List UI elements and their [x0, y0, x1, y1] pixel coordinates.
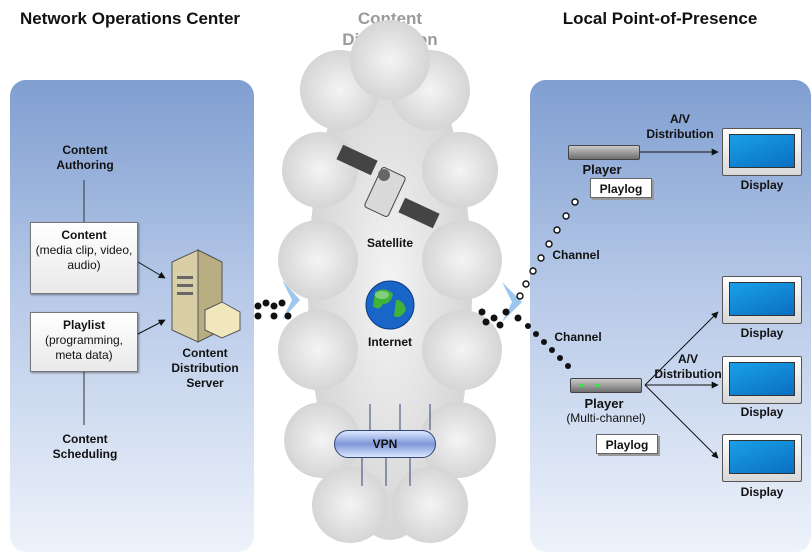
playlog-2: Playlog — [596, 434, 658, 454]
player-device-2 — [570, 378, 642, 393]
channel-1-path — [516, 198, 579, 300]
pop-title: Local Point-of-Presence — [562, 9, 758, 28]
player-detail-2: (Multi-channel) — [566, 411, 646, 425]
satellite-icon — [336, 144, 440, 229]
channel-label-1: Channel — [552, 248, 600, 262]
content-authoring-label: Content Authoring — [56, 143, 114, 172]
content-box: Content (media clip, video, audio) — [30, 222, 138, 294]
content-scheduling-label: Content Scheduling — [52, 432, 118, 461]
cloud-dots — [478, 308, 522, 329]
av-distribution-label-2: A/V Distribution — [654, 352, 722, 381]
player-device-1 — [568, 145, 640, 160]
playlog-1: Playlog — [590, 178, 652, 198]
player-label-2: Player — [584, 396, 624, 411]
channel-label-2: Channel — [554, 330, 602, 344]
playlist-box-title: Playlist — [62, 318, 106, 332]
display-label-4: Display — [740, 485, 784, 499]
display-1 — [722, 128, 802, 176]
internet-label: Internet — [367, 335, 412, 349]
channel-2-path — [525, 323, 571, 369]
flow-arrow-left — [282, 280, 300, 320]
content-box-detail: (media clip, video, audio) — [35, 243, 133, 272]
noc-title: Network Operations Center — [19, 9, 241, 28]
content-box-title: Content — [61, 228, 107, 242]
display-label-2: Display — [740, 326, 784, 340]
playlist-box-detail: (programming, meta data) — [44, 333, 124, 362]
display-label-3: Display — [740, 405, 784, 419]
playlist-box: Playlist (programming, meta data) — [30, 312, 138, 372]
satellite-label: Satellite — [366, 236, 414, 250]
vpn-tube: VPN — [334, 430, 436, 458]
server-dots — [254, 299, 292, 320]
globe-icon — [365, 280, 415, 330]
display-4 — [722, 434, 802, 482]
server-label: Content Distribution Server — [171, 346, 239, 390]
player-label-1: Player — [582, 162, 622, 177]
display-3 — [722, 356, 802, 404]
display-2 — [722, 276, 802, 324]
display-label-1: Display — [740, 178, 784, 192]
server-icon — [171, 249, 241, 343]
av-distribution-label-1: A/V Distribution — [646, 112, 714, 141]
